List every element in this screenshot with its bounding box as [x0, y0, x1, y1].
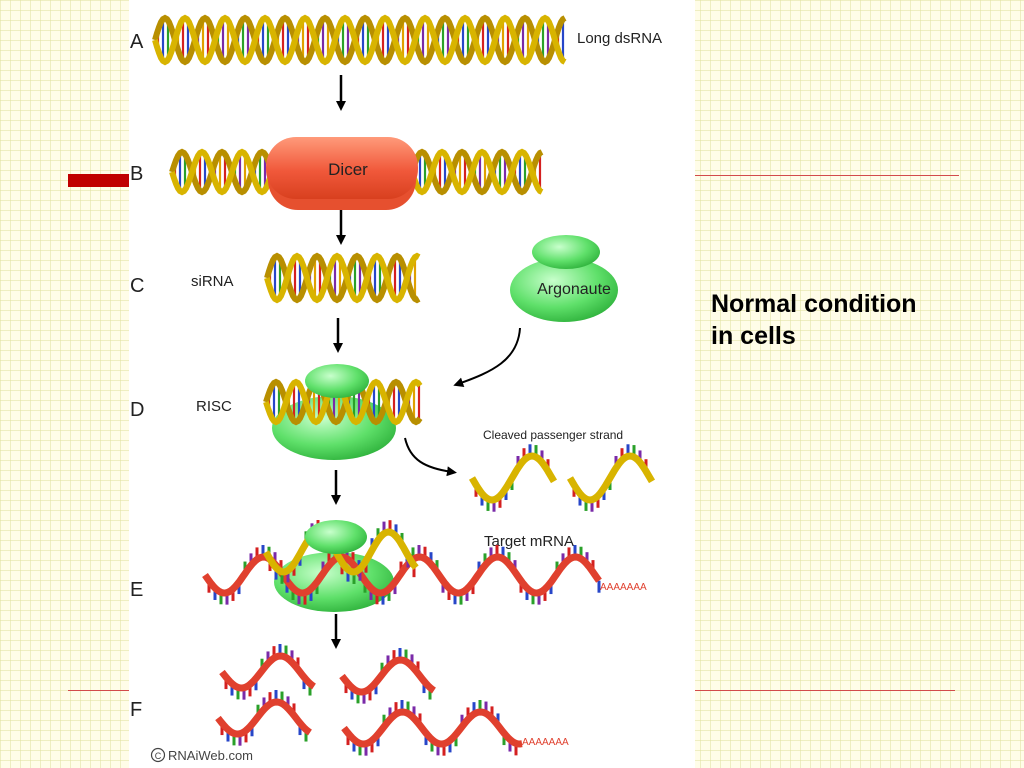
fragment-polya-tail: AAAAAAA: [522, 737, 569, 748]
dicer-enzyme: [266, 137, 418, 199]
cleaved-label: Cleaved passenger strand: [483, 428, 623, 442]
backbone-strand: [215, 698, 312, 738]
step-letter-e: E: [130, 579, 143, 601]
mrna-fragment-3: [215, 690, 312, 746]
backbone-strand: [152, 14, 567, 66]
backbone-strand: [264, 252, 421, 304]
step-letter-c: C: [130, 275, 144, 297]
step-letter-b: B: [130, 163, 143, 185]
target-mrna-label: Target mRNA: [484, 533, 574, 550]
slide-caption: Normal condition in cells: [711, 288, 991, 352]
mrna-fragment-2: [339, 648, 436, 704]
argonaute-top: [532, 235, 600, 269]
sirna-helix: [264, 252, 421, 304]
argonaute-body: [510, 258, 618, 322]
step-letter-f: F: [130, 699, 142, 721]
backbone-strand: [566, 452, 656, 504]
mrna-fragment-4: [341, 700, 523, 756]
copyright-c-glyph: C: [155, 751, 162, 761]
caption-line-1: Normal condition: [711, 290, 917, 318]
footer-rule-right: [695, 690, 955, 691]
step-letter-d: D: [130, 399, 144, 421]
mrna-fragment-1: [219, 644, 316, 700]
backbone-strand: [264, 252, 421, 304]
copyright-label: RNAiWeb.com: [168, 748, 253, 763]
long-dsrna-helix: [152, 14, 567, 66]
cleaved-strand-2: [566, 444, 656, 512]
step-letter-a: A: [130, 31, 144, 53]
backbone-strand: [262, 528, 419, 576]
risc-target-cap: [305, 520, 367, 554]
backbone-strand: [169, 148, 284, 196]
risc-protein-cap: [305, 364, 369, 398]
cleaved-strand-1: [468, 444, 558, 512]
backbone-strand: [169, 148, 284, 196]
target-polya-tail: AAAAAAA: [600, 582, 647, 593]
backbone-strand: [219, 652, 316, 692]
dicer-label: Dicer: [328, 160, 368, 179]
risc-label: RISC: [196, 398, 232, 415]
backbone-strand: [341, 708, 523, 748]
sirna-label: siRNA: [191, 273, 234, 290]
backbone-strand: [409, 148, 544, 196]
backbone-strand: [152, 14, 567, 66]
argonaute-label: Argonaute: [537, 281, 611, 298]
backbone-strand: [468, 452, 558, 504]
footer-rule-left: [68, 690, 129, 691]
caption-line-2: in cells: [711, 322, 796, 350]
dsrna-left-segment: [169, 148, 284, 196]
backbone-strand: [409, 148, 544, 196]
arrow-argonaute-risc: [453, 327, 521, 388]
backbone-strand: [263, 378, 423, 426]
dsrna-right-segment: [409, 148, 544, 196]
backbone-strand: [339, 656, 436, 696]
accent-bar: [68, 174, 129, 187]
long-dsrna-label: Long dsRNA: [577, 30, 662, 47]
arrow-to-cleaved: [404, 437, 457, 477]
title-rule-right: [695, 175, 959, 176]
copyright-icon: [150, 747, 166, 763]
